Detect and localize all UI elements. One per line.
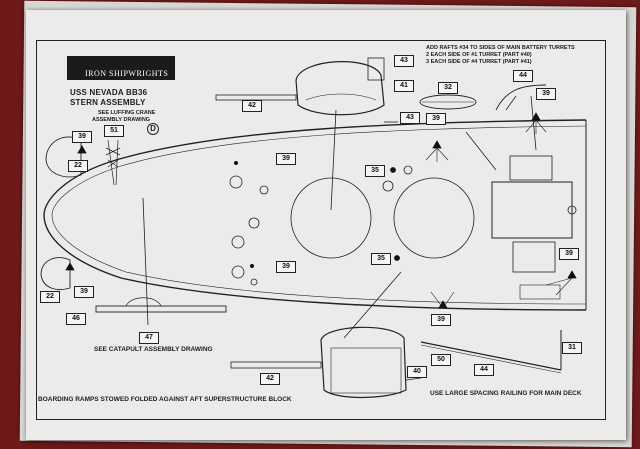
part-40: 40 <box>407 366 427 378</box>
part-22-top: 22 <box>68 160 88 172</box>
hull-outline-inner <box>51 125 587 305</box>
block-right-small <box>509 155 553 181</box>
title-ship: USS NEVADA BB36 <box>70 88 148 97</box>
part-39-left-top: 39 <box>72 131 92 143</box>
hull-outline <box>43 119 587 311</box>
instruction-sheet: IRON SHIPWRIGHTS USS NEVADA BB36 STERN A… <box>26 10 626 440</box>
turret-bottom <box>320 326 407 399</box>
luffing-note-2: ASSEMBLY DRAWING <box>92 117 151 123</box>
block-right-low <box>512 241 556 273</box>
drawing-frame <box>36 40 606 420</box>
part-32: 32 <box>438 82 458 94</box>
catapult-note: SEE CATAPULT ASSEMBLY DRAWING <box>94 346 213 353</box>
turret-top-curve <box>305 93 377 101</box>
part-41: 41 <box>394 80 414 92</box>
block-right-low2 <box>519 284 561 300</box>
part-39-left-bottom: 39 <box>74 286 94 298</box>
part-43-top: 43 <box>394 55 414 67</box>
part-42-top: 42 <box>242 100 262 112</box>
rail-44-top <box>495 84 547 111</box>
part-47: 47 <box>139 332 159 344</box>
block-right-top <box>491 181 573 239</box>
barbette-left <box>290 177 372 259</box>
gun-barrel-bottom <box>230 361 322 369</box>
turret-bottom-block <box>330 347 402 394</box>
boat-cradle-top <box>45 136 82 178</box>
part-46: 46 <box>66 313 86 325</box>
part-22-bottom: 22 <box>40 291 60 303</box>
turret-top <box>295 61 385 116</box>
catapult-base <box>125 297 162 307</box>
marker-d: D <box>147 123 159 135</box>
hull-drawing <box>40 57 587 399</box>
boat-cradle-bottom <box>40 257 71 290</box>
catapult <box>95 305 227 313</box>
part-50: 50 <box>431 354 451 366</box>
rail-44 <box>420 341 562 371</box>
part-39-top-right: 39 <box>536 88 556 100</box>
part-44-top: 44 <box>513 70 533 82</box>
brand-name: IRON SHIPWRIGHTS <box>85 69 169 78</box>
part-39-right: 39 <box>559 248 579 260</box>
part-42-bottom: 42 <box>260 373 280 385</box>
part-31: 31 <box>562 342 582 354</box>
brand-logo: IRON SHIPWRIGHTS <box>67 56 175 80</box>
boarding-ramps-note: BOARDING RAMPS STOWED FOLDED AGAINST AFT… <box>38 396 292 403</box>
part-43-mid: 43 <box>400 112 420 124</box>
part-51: 51 <box>104 125 124 137</box>
rafts-note-1: ADD RAFTS #34 TO SIDES OF MAIN BATTERY T… <box>426 45 575 51</box>
rafts-note-3: 3 EACH SIDE OF #4 TURRET (PART #41) <box>426 59 532 65</box>
barbette-right <box>393 177 475 259</box>
part-39-raft: 39 <box>426 113 446 125</box>
luffing-note-1: SEE LUFFING CRANE <box>98 110 156 116</box>
part-44-bottom: 44 <box>474 364 494 376</box>
raft-32 <box>419 94 477 110</box>
part-35-top: 35 <box>365 165 385 177</box>
title-assembly: STERN ASSEMBLY <box>70 98 146 107</box>
part-39-deck-top: 39 <box>276 153 296 165</box>
part-35-bottom: 35 <box>371 253 391 265</box>
part-39-bottom: 39 <box>431 314 451 326</box>
turret-top-hatch <box>367 57 385 81</box>
rail-44b <box>420 344 562 374</box>
part-39-deck-bottom: 39 <box>276 261 296 273</box>
luffing-crane <box>105 139 121 186</box>
railing-note: USE LARGE SPACING RAILING FOR MAIN DECK <box>430 390 582 397</box>
rafts-note-2: 2 EACH SIDE OF #1 TURRET (PART #40) <box>426 52 532 58</box>
